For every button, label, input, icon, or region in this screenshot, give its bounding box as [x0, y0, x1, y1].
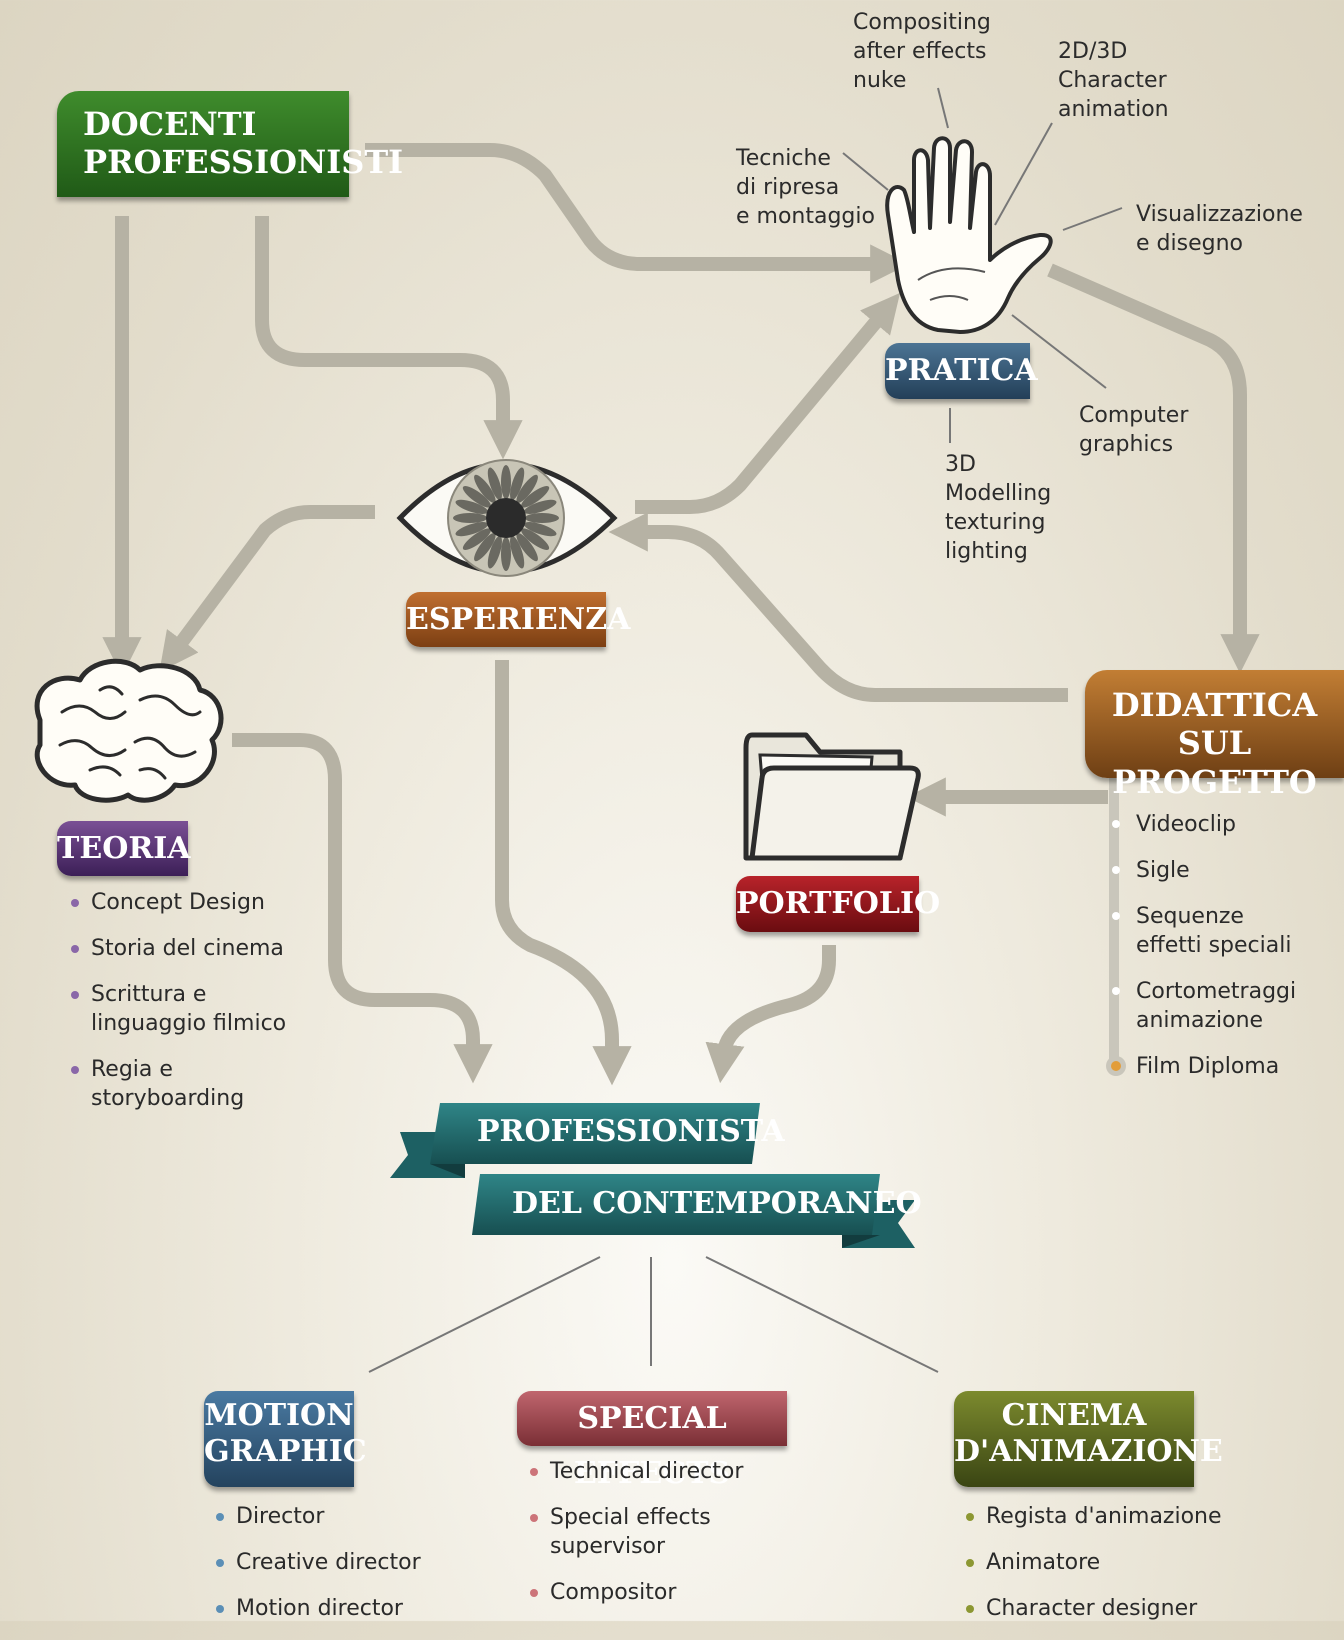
list-item: Regista d'animazione — [958, 1502, 1258, 1531]
list-item: Cortometraggi animazione — [1108, 977, 1344, 1035]
arrow-pratica-didattica — [1047, 263, 1260, 674]
label-compositing: Compositing after effects nuke — [853, 10, 991, 93]
arrow-docenti-esperienza — [255, 216, 523, 460]
motion-line1: MOTION — [204, 1398, 354, 1433]
didattica-line2: SUL PROGETTO — [1112, 724, 1317, 801]
label-computer-graphics: Computer graphics — [1079, 403, 1189, 457]
label-tecniche-ripresa: Tecniche di ripresa e montaggio — [736, 146, 875, 229]
portfolio-box: PORTFOLIO — [736, 876, 940, 932]
teoria-list: Concept Design Storia del cinema Scrittu… — [63, 888, 323, 1130]
list-item: Film Diploma — [1106, 1052, 1344, 1081]
arrow-esperienza-professionista — [495, 660, 632, 1086]
list-item: Sequenze effetti speciali — [1108, 902, 1344, 960]
list-item: Concept Design — [63, 888, 323, 917]
banner-line1: PROFESSIONISTA — [477, 1114, 785, 1149]
esperienza-box: ESPERIENZA — [406, 592, 630, 647]
docenti-professionisti-box: DOCENTI PROFESSIONISTI — [57, 91, 404, 197]
didattica-box: DIDATTICA SUL PROGETTO — [1085, 670, 1344, 801]
list-item: Videoclip — [1108, 810, 1344, 839]
list-item: Creative director — [208, 1548, 468, 1577]
special-list: Technical director Special effects super… — [522, 1457, 822, 1624]
docenti-line2: PROFESSIONISTI — [83, 143, 404, 182]
motion-line2: GRAPHIC — [204, 1434, 367, 1469]
cinema-animazione-box: CINEMA D'ANIMAZIONE — [954, 1391, 1223, 1487]
list-item: Director — [208, 1502, 468, 1531]
motion-graphic-box: MOTION GRAPHIC — [204, 1391, 367, 1487]
pratica-box: PRATICA — [885, 343, 1038, 399]
banner-line2: DEL CONTEMPORANEO — [512, 1186, 922, 1221]
didattica-list: Videoclip Sigle Sequenze effetti special… — [1106, 810, 1344, 1098]
list-item: Character designer — [958, 1594, 1258, 1623]
didattica-line1: DIDATTICA — [1111, 686, 1318, 724]
list-item: Compositor — [522, 1578, 822, 1607]
list-item: Scrittura e linguaggio filmico — [63, 980, 323, 1038]
label-character-animation: 2D/3D Character animation — [1058, 39, 1169, 122]
list-item: Animatore — [958, 1548, 1258, 1577]
arrow-teoria-professionista — [232, 733, 493, 1084]
docenti-line1: DOCENTI — [83, 105, 257, 143]
teoria-box: TEORIA — [57, 821, 191, 876]
list-item: Regia e storyboarding — [63, 1055, 323, 1113]
special-effects-box: SPECIAL EFFECTS — [517, 1391, 787, 1491]
list-item: Motion director — [208, 1594, 468, 1623]
list-item: Storia del cinema — [63, 934, 323, 963]
list-item: Special effects supervisor — [522, 1503, 822, 1561]
cinema-line1: CINEMA — [1001, 1398, 1147, 1433]
arrow-didattica-esperienza — [608, 512, 1068, 702]
cinema-line2: D'ANIMAZIONE — [954, 1434, 1223, 1469]
arrow-esperienza-pratica — [635, 292, 901, 514]
label-visualizzazione: Visualizzazione e disegno — [1136, 202, 1303, 256]
arrow-esperienza-teoria — [159, 505, 375, 673]
arrow-portfolio-professionista — [705, 945, 836, 1084]
arrow-docenti-pratica — [365, 143, 910, 284]
label-3d-modelling: 3D Modelling texturing lighting — [945, 452, 1052, 564]
list-item: Sigle — [1108, 856, 1344, 885]
list-item: Technical director — [522, 1457, 822, 1486]
motion-list: Director Creative director Motion direct… — [208, 1502, 468, 1640]
cinema-list: Regista d'animazione Animatore Character… — [958, 1502, 1258, 1640]
